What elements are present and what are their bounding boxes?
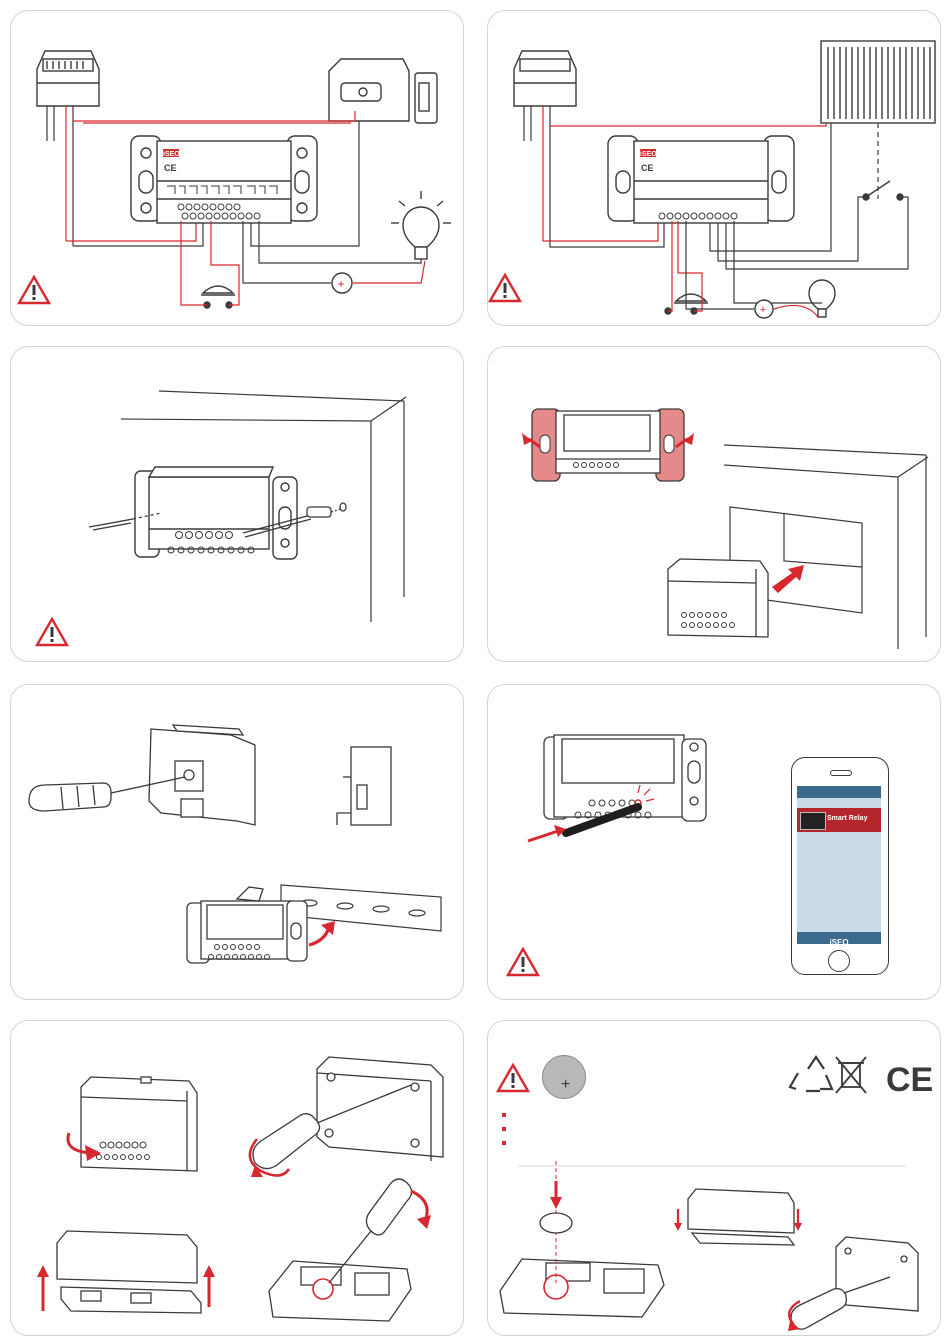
warning-icon bbox=[17, 275, 51, 305]
phone-screen: Smart Relay iSEO bbox=[797, 786, 881, 944]
coin-battery bbox=[540, 1213, 572, 1233]
relay-controller bbox=[556, 411, 660, 473]
smartphone: Smart Relay iSEO bbox=[791, 757, 889, 975]
panel-battery-replacement: + CE bbox=[487, 1020, 941, 1336]
wiring-lock-diagram: iSEO CE + bbox=[11, 11, 463, 325]
panel-app-pairing: Smart Relay iSEO bbox=[487, 684, 941, 1000]
press-down-arrow-right-icon bbox=[794, 1223, 802, 1231]
din-clip-side-view bbox=[337, 747, 391, 825]
phone-home-button[interactable] bbox=[828, 950, 850, 972]
ce-mark-text: CE bbox=[641, 163, 654, 173]
press-down-arrow-left-icon bbox=[674, 1223, 682, 1231]
warning-icon bbox=[506, 947, 540, 977]
recycle-icon bbox=[790, 1057, 832, 1091]
relay-controller bbox=[131, 136, 317, 223]
panel-wiring-lock: iSEO CE + bbox=[10, 10, 464, 326]
controller-back bbox=[836, 1237, 918, 1311]
din-rail-mount-diagram bbox=[11, 685, 463, 999]
weee-bin-icon bbox=[836, 1057, 866, 1093]
controller-brand-logo: iSEO bbox=[640, 151, 657, 158]
light-bulb bbox=[391, 191, 451, 259]
controller-brand-logo: iSEO bbox=[163, 151, 180, 158]
battery-diagram: CE bbox=[488, 1021, 940, 1335]
din-power-supply bbox=[514, 51, 576, 106]
pry-arrow-icon bbox=[417, 1215, 431, 1229]
warning-icon bbox=[35, 617, 69, 647]
circuit-board bbox=[500, 1259, 664, 1317]
panel-recess-mount bbox=[487, 346, 941, 662]
phone-header bbox=[797, 786, 881, 798]
panel-open-case bbox=[10, 1020, 464, 1336]
lift-arrow-right-icon bbox=[203, 1265, 215, 1277]
power-source-symbol: + bbox=[337, 277, 344, 291]
lifted-lid bbox=[57, 1231, 201, 1313]
wiring-gate-diagram: iSEO CE + bbox=[488, 11, 940, 325]
tile-device-icon bbox=[800, 812, 826, 830]
din-power-supply bbox=[37, 51, 99, 106]
relay-controller bbox=[608, 136, 794, 223]
ce-mark-text: CE bbox=[164, 163, 177, 173]
electric-lock bbox=[329, 59, 437, 123]
controller-closed bbox=[688, 1189, 794, 1245]
controller-box bbox=[81, 1077, 197, 1171]
panel-wall-screw-mount bbox=[10, 346, 464, 662]
recess-mount-diagram bbox=[488, 347, 940, 661]
open-case-diagram bbox=[11, 1021, 463, 1335]
phone-footer-brand: iSEO bbox=[829, 938, 848, 947]
insert-battery-arrow-icon bbox=[550, 1197, 562, 1209]
app-tile-smart-relay[interactable]: Smart Relay bbox=[797, 808, 881, 832]
insert-arrow-icon bbox=[772, 565, 804, 593]
warning-icon bbox=[488, 273, 522, 303]
ce-mark: CE bbox=[886, 1061, 933, 1099]
phone-speaker bbox=[830, 770, 852, 776]
lift-arrow-left-icon bbox=[37, 1265, 49, 1277]
power-source-symbol: + bbox=[760, 304, 766, 316]
device-back-plate bbox=[149, 725, 255, 825]
panel-din-rail-mount bbox=[10, 684, 464, 1000]
controller-back bbox=[317, 1057, 443, 1161]
tile-label: Smart Relay bbox=[827, 815, 867, 822]
limit-switch bbox=[863, 181, 903, 200]
gate bbox=[821, 41, 935, 123]
phone-footer: iSEO bbox=[797, 932, 881, 944]
panel-wiring-gate: iSEO CE + bbox=[487, 10, 941, 326]
wall-mount-diagram bbox=[11, 347, 463, 661]
